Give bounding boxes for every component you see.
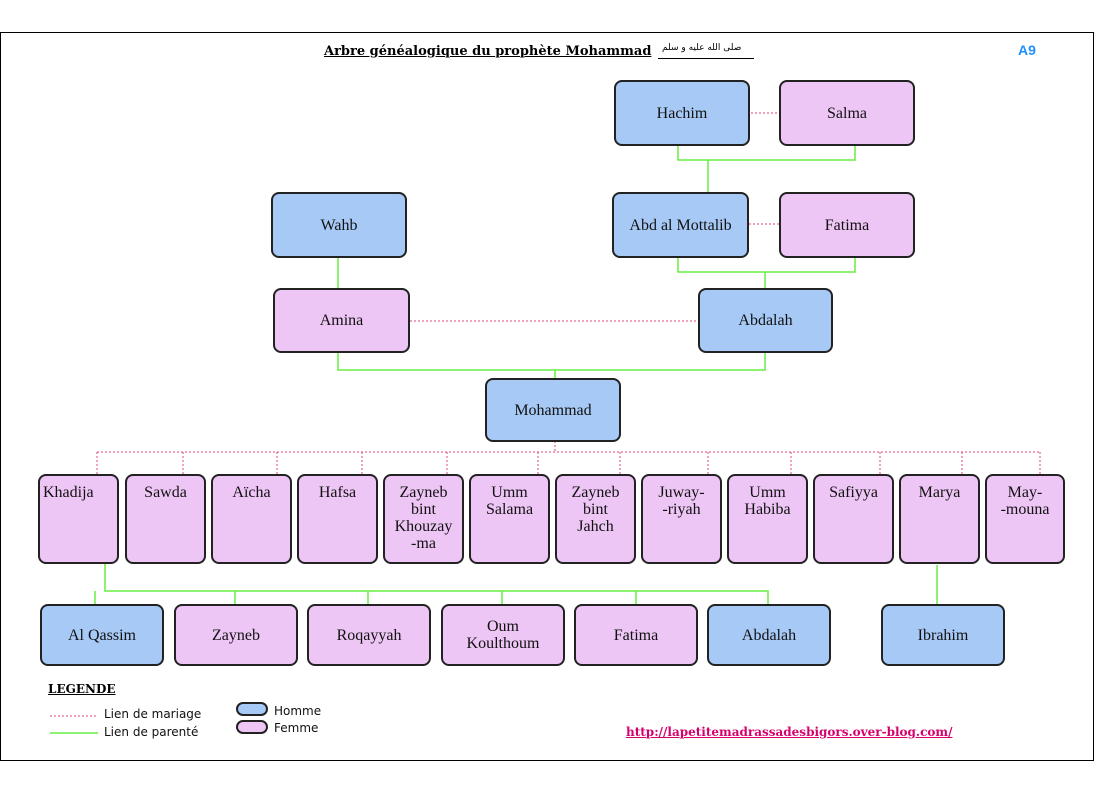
node-child-ibrahim: Ibrahim bbox=[881, 604, 1005, 666]
node-child-zayneb: Zayneb bbox=[174, 604, 298, 666]
parent-links bbox=[50, 146, 938, 734]
node-child-roqayyah: Roqayyah bbox=[307, 604, 431, 666]
diagram-title: Arbre généalogique du prophète Mohammad bbox=[324, 44, 652, 59]
node-abd-al-mottalib: Abd al Mottalib bbox=[612, 192, 749, 258]
node-amina: Amina bbox=[273, 288, 410, 353]
legend-title: LEGENDE bbox=[48, 682, 116, 696]
node-abdalah-father: Abdalah bbox=[698, 288, 833, 353]
node-wife-umm-habiba: Umm Habiba bbox=[727, 474, 808, 564]
legend-marriage-label: Lien de mariage bbox=[104, 707, 202, 721]
node-wife-marya: Marya bbox=[899, 474, 980, 564]
node-salma: Salma bbox=[779, 80, 915, 146]
node-wife-zayneb-bint-khouzayma: Zayneb bint Khouzay -ma bbox=[383, 474, 464, 564]
node-child-fatima: Fatima bbox=[574, 604, 698, 666]
node-wife-aicha: Aïcha bbox=[211, 474, 292, 564]
node-wife-maymouna: May- -mouna bbox=[985, 474, 1065, 564]
title-arabic-underline bbox=[658, 58, 754, 59]
node-child-oum-koulthoum: Oum Koulthoum bbox=[441, 604, 565, 666]
node-wife-hafsa: Hafsa bbox=[297, 474, 378, 564]
node-fatima-grandmother: Fatima bbox=[779, 192, 915, 258]
legend-parent-label: Lien de parenté bbox=[104, 725, 199, 739]
node-child-abdalah: Abdalah bbox=[707, 604, 831, 666]
node-wife-zayneb-bint-jahch: Zayneb bint Jahch bbox=[555, 474, 636, 564]
node-wife-umm-salama: Umm Salama bbox=[469, 474, 550, 564]
marriage-links bbox=[50, 112, 1041, 717]
node-wife-khadija: Khadija bbox=[38, 474, 119, 564]
diagram-title-arabic: صلى الله عليه و سلم bbox=[662, 43, 742, 53]
node-wife-juwayriyah: Juway- -riyah bbox=[641, 474, 722, 564]
legend-male-swatch bbox=[236, 702, 268, 716]
node-wife-sawda: Sawda bbox=[125, 474, 206, 564]
node-child-al-qassim: Al Qassim bbox=[40, 604, 164, 666]
source-url-link[interactable]: http://lapetitemadrassadesbigors.over-bl… bbox=[626, 725, 953, 739]
page-frame bbox=[0, 32, 1094, 761]
legend-female-label: Femme bbox=[274, 721, 319, 735]
node-wahb: Wahb bbox=[271, 192, 407, 258]
node-wife-safiyya: Safiyya bbox=[813, 474, 894, 564]
page-tag: A9 bbox=[1018, 42, 1036, 58]
legend-male-label: Homme bbox=[274, 704, 322, 718]
legend-female-swatch bbox=[236, 720, 268, 734]
node-mohammad: Mohammad bbox=[485, 378, 621, 442]
node-hachim: Hachim bbox=[614, 80, 750, 146]
